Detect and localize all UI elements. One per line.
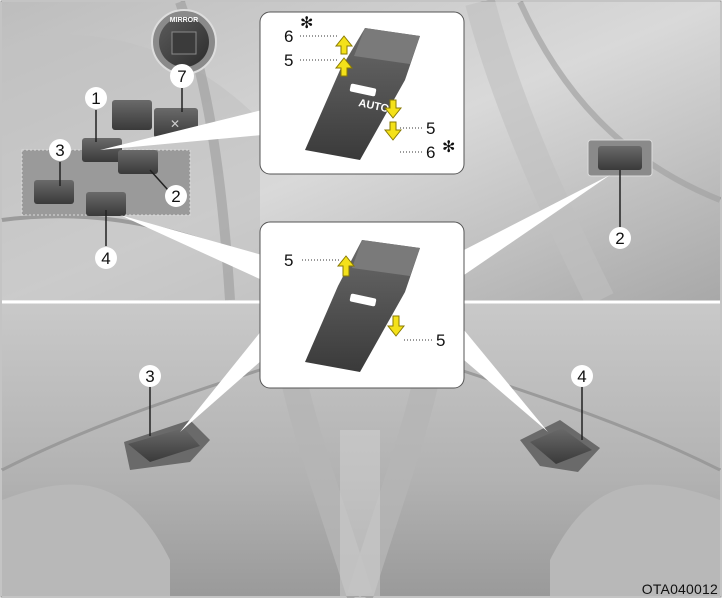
rear-left-window-switch [34, 180, 74, 204]
lock-icon: ✕ [170, 117, 180, 131]
window-lock-button [112, 100, 152, 130]
callout-6-down: 6 [426, 143, 435, 162]
arrow-up-5 [334, 57, 354, 77]
callout-6-up: 6 [284, 27, 293, 46]
asterisk-up: ✻ [300, 15, 313, 32]
panel-callouts: 7 1 3 2 4 2 3 4 [49, 64, 631, 440]
callout-4-top: 4 [101, 249, 110, 268]
callout-5-up: 5 [284, 51, 293, 70]
zoom-pointer-bottom-right [464, 330, 548, 432]
arrow-down-manual [386, 315, 406, 337]
zoom-pointer-top [100, 110, 262, 150]
callout-3-bottom: 3 [145, 367, 154, 386]
callout-3-top: 3 [55, 141, 64, 160]
rear-right-door-switch [520, 420, 600, 472]
zoom-pointer-mid-left [120, 215, 262, 280]
driver-window-switch [82, 138, 122, 162]
callout-2-top-left: 2 [171, 187, 180, 206]
driver-switch-cluster: MIRROR ✕ [21, 9, 217, 216]
callout-2-top-right: 2 [615, 229, 624, 248]
asterisk-down: ✻ [442, 139, 455, 156]
callout-1: 1 [91, 89, 100, 108]
arrow-down-5 [383, 99, 403, 119]
callout-4-bottom: 4 [577, 367, 586, 386]
zoom-pointer-mid-right [464, 175, 610, 275]
callout-5-manual-down: 5 [436, 331, 445, 350]
zoom-box-driver-auto-switch: AUTO 6 ✻ 5 5 6 ✻ [259, 11, 465, 175]
callout-7: 7 [177, 67, 186, 86]
zoom-box-manual-switch: 5 5 [259, 221, 465, 389]
arrow-down-6 [383, 121, 403, 141]
mirror-control-knob: MIRROR [151, 9, 217, 75]
passenger-door-switch [587, 139, 653, 177]
rear-right-window-switch [86, 192, 126, 216]
mirror-label: MIRROR [170, 17, 198, 24]
arrow-up-manual [336, 255, 356, 277]
callout-5-manual-up: 5 [284, 251, 293, 270]
image-code: OTA040012 [641, 581, 718, 597]
arrow-up-6 [334, 35, 354, 55]
zoom-pointer-bottom-left [180, 330, 262, 432]
passenger-window-switch [118, 150, 158, 174]
callout-5-down: 5 [426, 119, 435, 138]
rear-left-door-switch [124, 420, 210, 470]
